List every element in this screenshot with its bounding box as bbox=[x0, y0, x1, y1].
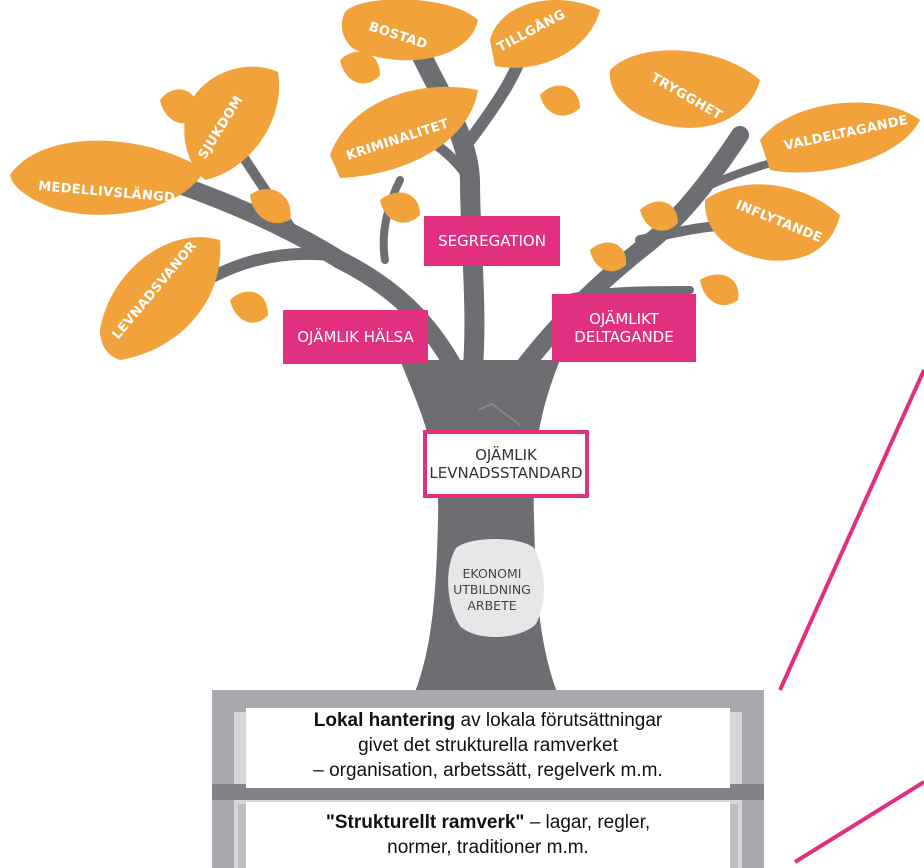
trunk-notch bbox=[477, 402, 521, 426]
leaf-kriminalitet bbox=[330, 86, 478, 178]
local-bold: Lokal hantering bbox=[313, 710, 456, 731]
ojamlik-halsa-label: OJÄMLIK HÄLSA bbox=[297, 328, 414, 346]
structural-line1: "Strukturellt ramverk" – lagar, regler, bbox=[246, 802, 730, 835]
leaf-tillgang bbox=[490, 0, 600, 68]
leaf-sjukdom bbox=[184, 66, 280, 180]
trunk bbox=[400, 360, 560, 700]
trunk-label: EKONOMI UTBILDNING ARBETE bbox=[444, 566, 540, 614]
local-line3: – organisation, arbetssätt, regelverk m.… bbox=[313, 760, 663, 781]
branches bbox=[169, 20, 824, 410]
segregation-label: SEGREGATION bbox=[438, 232, 546, 250]
levnadsstandard-line2: LEVNADSSTANDARD bbox=[429, 464, 583, 482]
local-handling-text: Lokal hantering av lokala förutsättninga… bbox=[246, 708, 730, 788]
leaf-bostad bbox=[341, 0, 478, 61]
ojamlikt-deltagande-line2: DELTAGANDE bbox=[574, 328, 674, 346]
leaf-medellivslangd bbox=[10, 140, 205, 215]
local-line1: Lokal hantering av lokala förutsättninga… bbox=[246, 708, 730, 733]
trunk-line-ekonomi: EKONOMI bbox=[462, 566, 522, 581]
trunk-line-arbete: ARBETE bbox=[467, 598, 517, 613]
ojamlik-levnadsstandard-box: OJÄMLIK LEVNADSSTANDARD bbox=[423, 430, 589, 498]
leaf-inflytande bbox=[704, 184, 840, 261]
local-line2: givet det strukturella ramverket bbox=[358, 735, 618, 756]
leaf-valdeltagande bbox=[760, 102, 920, 173]
structural-bold: "Strukturellt ramverk" bbox=[325, 812, 525, 833]
structural-framework-text: "Strukturellt ramverk" – lagar, regler, … bbox=[246, 802, 730, 868]
connector-line-lower bbox=[793, 780, 924, 864]
structural-rest: – lagar, regler, bbox=[524, 812, 651, 833]
trunk-line-utbildning: UTBILDNING bbox=[453, 582, 531, 597]
trunk-stone bbox=[448, 539, 545, 638]
ojamlikt-deltagande-box: OJÄMLIKT DELTAGANDE bbox=[552, 294, 696, 362]
segregation-box: SEGREGATION bbox=[424, 216, 560, 266]
ojamlik-halsa-box: OJÄMLIK HÄLSA bbox=[283, 310, 428, 364]
leaf-trygghet bbox=[609, 50, 760, 128]
levnadsstandard-line1: OJÄMLIK bbox=[475, 446, 537, 464]
local-rest: av lokala förutsättningar bbox=[455, 710, 663, 731]
connector-line-upper bbox=[778, 369, 924, 691]
structural-line2: normer, traditioner m.m. bbox=[387, 837, 589, 858]
ojamlikt-deltagande-line1: OJÄMLIKT bbox=[589, 310, 659, 328]
leaf-levnadsvanor bbox=[100, 237, 221, 360]
